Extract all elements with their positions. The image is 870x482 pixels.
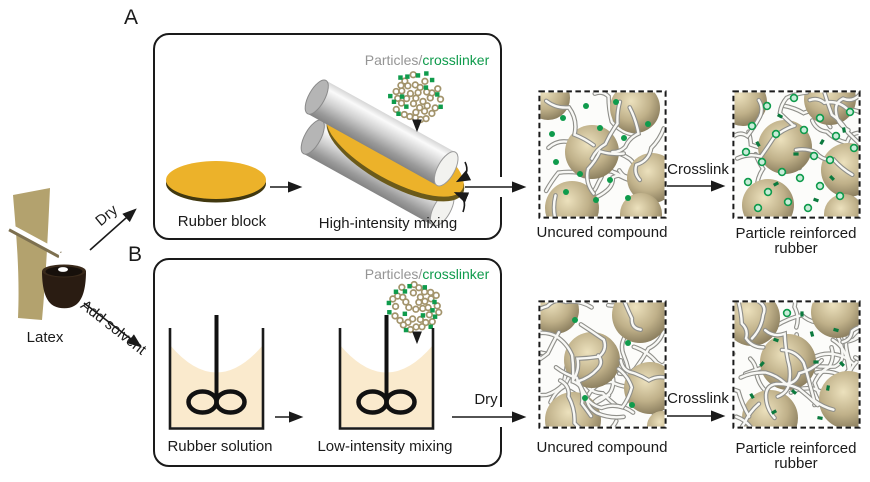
latex-tree-illustration: [8, 188, 86, 320]
process-panel-b: [153, 258, 502, 467]
uncured-compound-b-illustration: [538, 300, 667, 429]
particles-text-a: Particles/: [364, 52, 423, 68]
uncured-compound-b-label: Uncured compound: [536, 439, 668, 456]
particles-cluster-b: [386, 280, 443, 334]
particle-reinforced-b-illustration: [732, 300, 861, 429]
panel-b-border-gap: [496, 407, 506, 427]
beaker-low-intensity: [338, 315, 435, 430]
uncured-compound-a-label: Uncured compound: [536, 224, 668, 241]
collection-cup-body: [42, 271, 86, 309]
particle-reinforced-b-line1: Particle reinforced: [735, 440, 857, 457]
section-b-label: B: [128, 243, 143, 266]
high-intensity-mixing-label: High-intensity mixing: [318, 215, 458, 232]
particles-text-b: Particles/: [364, 266, 423, 282]
tap-spout: [8, 224, 62, 255]
rubber-block-illustration: [166, 161, 266, 203]
particle-reinforced-b-line2: rubber: [774, 455, 818, 472]
crosslinker-text-a: crosslinker: [422, 52, 490, 68]
mixing-rollers-illustration: [300, 79, 472, 227]
nip-rotation-arrow-bottom: [453, 192, 470, 213]
nip-rotation-arrow-top: [455, 161, 472, 183]
particles-cluster-a: [388, 71, 445, 124]
rubber-block-label: Rubber block: [177, 213, 267, 230]
particle-reinforced-b-label: Particle reinforced rubber: [723, 441, 869, 471]
dry-label-b: Dry: [474, 391, 498, 408]
particles-crosslinker-label-b: Particles/crosslinker: [356, 266, 498, 282]
crosslink-label-b: Crosslink: [667, 390, 729, 407]
uncured-compound-a-illustration: [538, 90, 667, 219]
particles-crosslinker-label-a: Particles/crosslinker: [356, 52, 498, 68]
top-roller: [304, 79, 459, 187]
beaker-rubber-solution: [168, 315, 265, 430]
particle-reinforced-a-line2: rubber: [774, 240, 818, 257]
rubber-solution-label: Rubber solution: [167, 438, 273, 455]
crosslinker-text-b: crosslinker: [422, 266, 490, 282]
particle-reinforced-a-label: Particle reinforced rubber: [723, 226, 869, 256]
latex-pool: [58, 267, 68, 272]
particle-reinforced-a-illustration: [732, 90, 861, 219]
low-intensity-mixing-label: Low-intensity mixing: [317, 438, 453, 455]
rubber-block-disc: [166, 161, 266, 199]
crosslink-label-a: Crosslink: [667, 161, 729, 178]
process-panel-a: [153, 33, 502, 240]
tree-trunk: [13, 188, 50, 320]
section-a-label: A: [124, 6, 139, 29]
particle-reinforced-a-line1: Particle reinforced: [735, 225, 857, 242]
latex-label: Latex: [26, 329, 64, 346]
